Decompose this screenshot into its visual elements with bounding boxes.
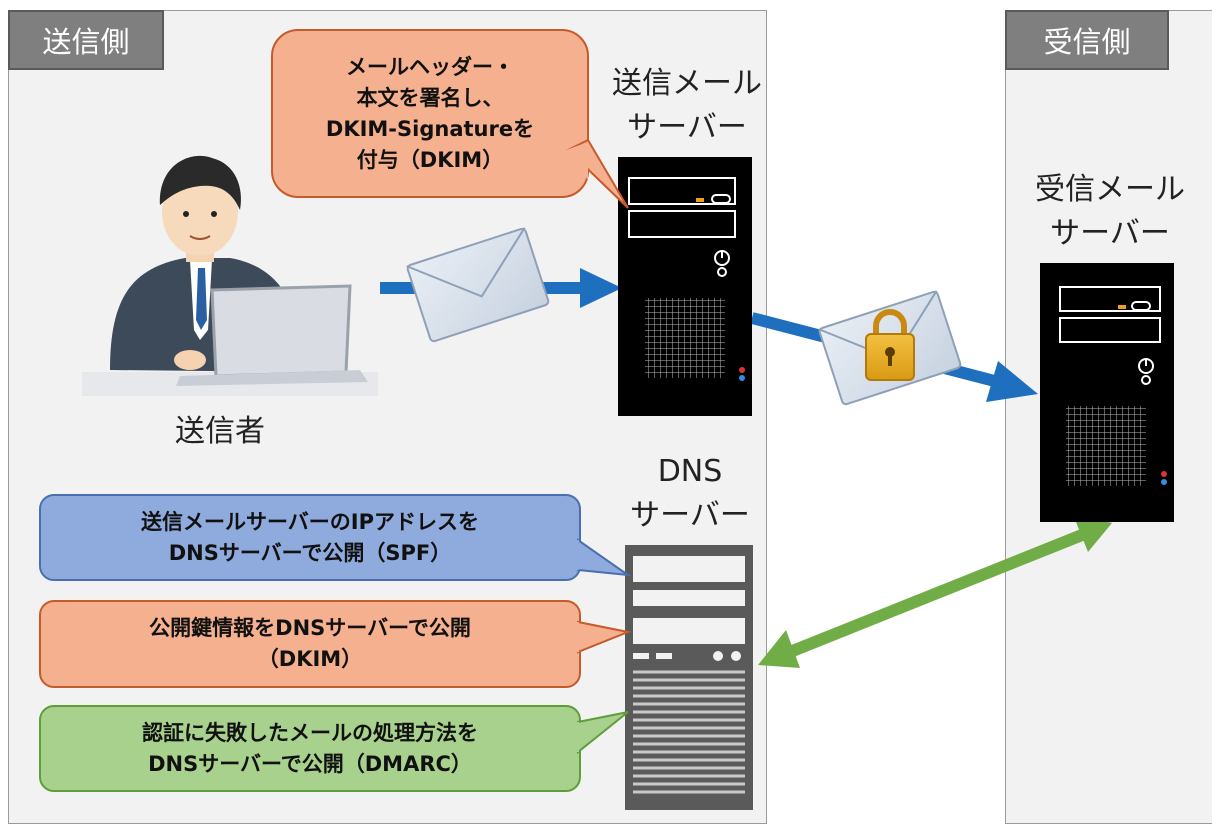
dns-query-arrow xyxy=(758,512,1112,668)
callout-line: 公開鍵情報をDNSサーバーで公開 xyxy=(149,616,471,640)
callout-dkim-sign: メールヘッダー・ 本文を署名し、 DKIM-Signatureを 付与（DKIM… xyxy=(276,34,584,193)
label-line: DNS xyxy=(657,454,723,489)
callout-spf-shape xyxy=(39,494,632,581)
dns-rack-icon xyxy=(625,545,753,810)
businessman-laptop-icon xyxy=(82,155,378,396)
label-line: サーバー xyxy=(627,110,747,145)
callout-spf: 送信メールサーバーのIPアドレスを DNSサーバーで公開（SPF） xyxy=(44,497,576,578)
send-server-label: 送信メール サーバー xyxy=(592,62,782,150)
callout-line: （DKIM） xyxy=(257,647,363,671)
label-line: サーバー xyxy=(630,498,750,533)
sender-side-tab: 送信側 xyxy=(8,10,164,70)
sender-label: 送信者 xyxy=(175,414,265,449)
callout-dkim-key: 公開鍵情報をDNSサーバーで公開 （DKIM） xyxy=(44,603,576,685)
callout-line: メールヘッダー・ xyxy=(346,54,514,79)
callout-dmarc: 認証に失敗したメールの処理方法を DNSサーバーで公開（DMARC） xyxy=(44,708,576,789)
recv-server-label: 受信メール サーバー xyxy=(1012,168,1208,256)
callout-line: 本文を署名し、 xyxy=(356,85,504,110)
server-tower-icon xyxy=(1040,263,1174,522)
callout-line: DKIM-Signatureを xyxy=(325,116,535,141)
padlock-icon xyxy=(865,309,915,381)
callout-line: 送信メールサーバーのIPアドレスを xyxy=(141,509,479,534)
callout-dmarc-shape xyxy=(39,705,629,792)
callout-line: 認証に失敗したメールの処理方法を xyxy=(142,720,478,745)
receiver-side-tab: 受信側 xyxy=(1005,10,1169,70)
envelope-icon xyxy=(406,227,550,343)
callout-dkim-sign-shape xyxy=(271,29,629,209)
label-line: 受信メール xyxy=(1035,172,1185,207)
dns-server-label: DNS サーバー xyxy=(600,450,780,538)
callout-line: DNSサーバーで公開（DMARC） xyxy=(148,751,472,776)
callout-line: DNSサーバーで公開（SPF） xyxy=(168,540,452,565)
label-line: 送信メール xyxy=(612,66,762,101)
label-line: サーバー xyxy=(1050,216,1170,251)
callout-line: 付与（DKIM） xyxy=(356,147,504,172)
callout-dkim-key-shape xyxy=(39,600,632,688)
server-tower-icon xyxy=(618,157,752,416)
